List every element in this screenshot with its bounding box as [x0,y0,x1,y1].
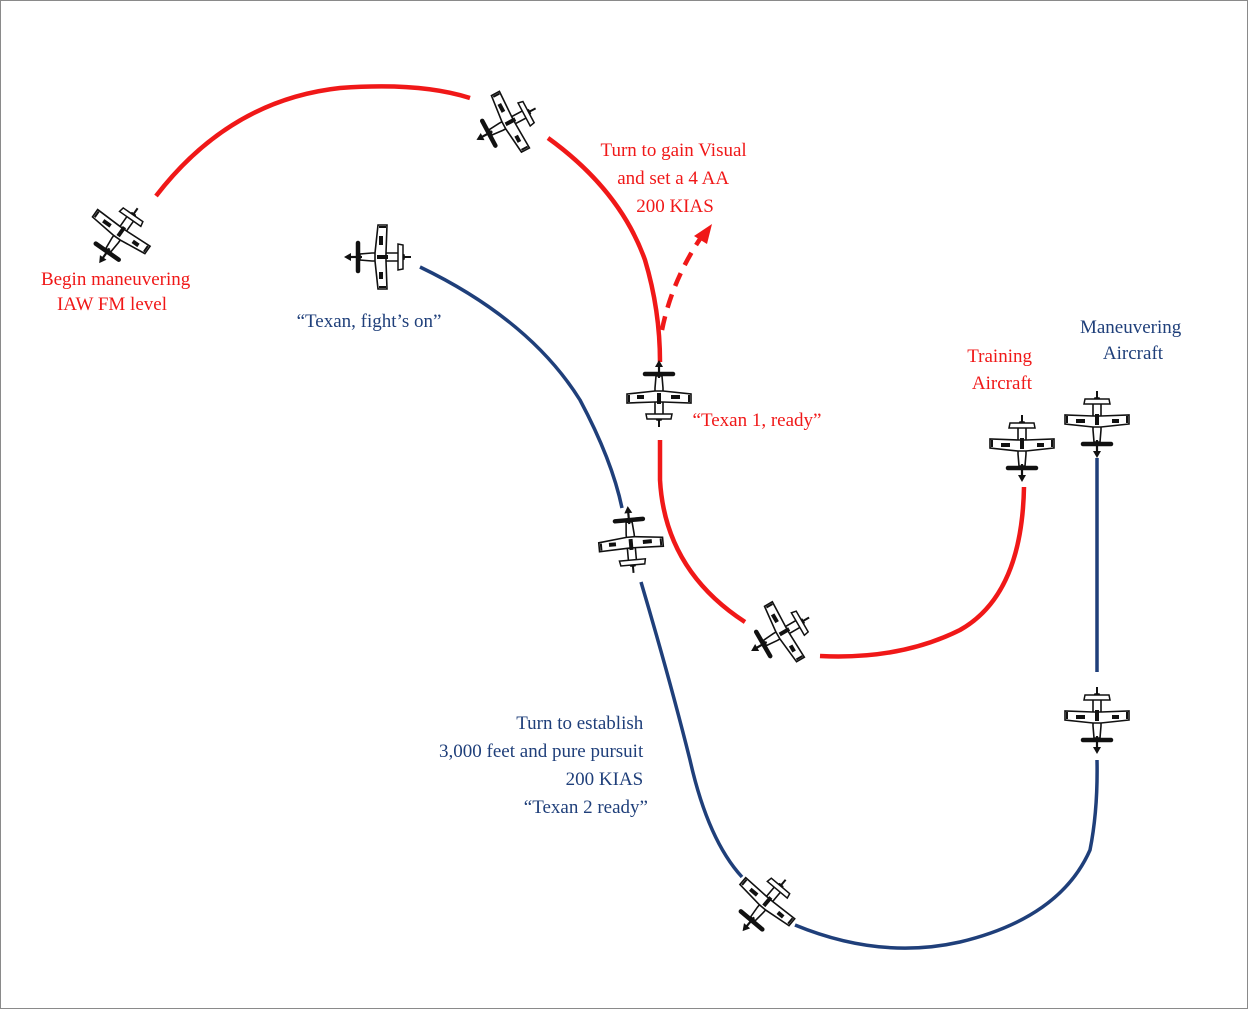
aircraft-icon-maneuvering-lower [1065,687,1129,754]
maneuvering-path-bottom [794,759,1099,950]
aircraft-icon-blue-mid [596,503,666,575]
label-training-aircraft: Training Aircraft [967,346,1037,394]
aircraft-icon-texan1-ready [627,360,691,427]
aircraft-icon-begin [73,190,164,282]
aircraft-icon-training-start [990,415,1054,482]
training-path-lower [657,440,747,624]
label-begin-maneuvering: Begin maneuvering IAW FM level [41,269,195,315]
aircraft-icon-blue-bottom [718,859,810,951]
label-maneuvering-aircraft: Maneuvering Aircraft [1080,317,1186,364]
aircraft-icon-top [461,80,550,168]
training-path-arc-top [154,84,471,198]
aircraft-icon-red-bottom [735,590,825,679]
maneuvering-path-middle [639,581,744,879]
label-turn-to-establish: Turn to establish 3,000 feet and pure pu… [439,713,648,818]
aircraft-icon-fights-on [344,225,411,289]
maneuvering-path-upper [419,265,624,509]
training-path-arrowhead [694,224,712,244]
aircraft-icon-maneuvering-start [1065,391,1129,458]
label-texan-fights-on: “Texan, fight’s on” [297,311,442,332]
label-texan1-ready: “Texan 1, ready” [693,410,822,431]
training-path-bottom-arc [819,486,1027,659]
training-path-dashed [659,234,704,331]
training-path-arc-right [546,136,663,363]
label-turn-to-gain-visual: Turn to gain Visual and set a 4 AA 200 K… [601,140,752,217]
